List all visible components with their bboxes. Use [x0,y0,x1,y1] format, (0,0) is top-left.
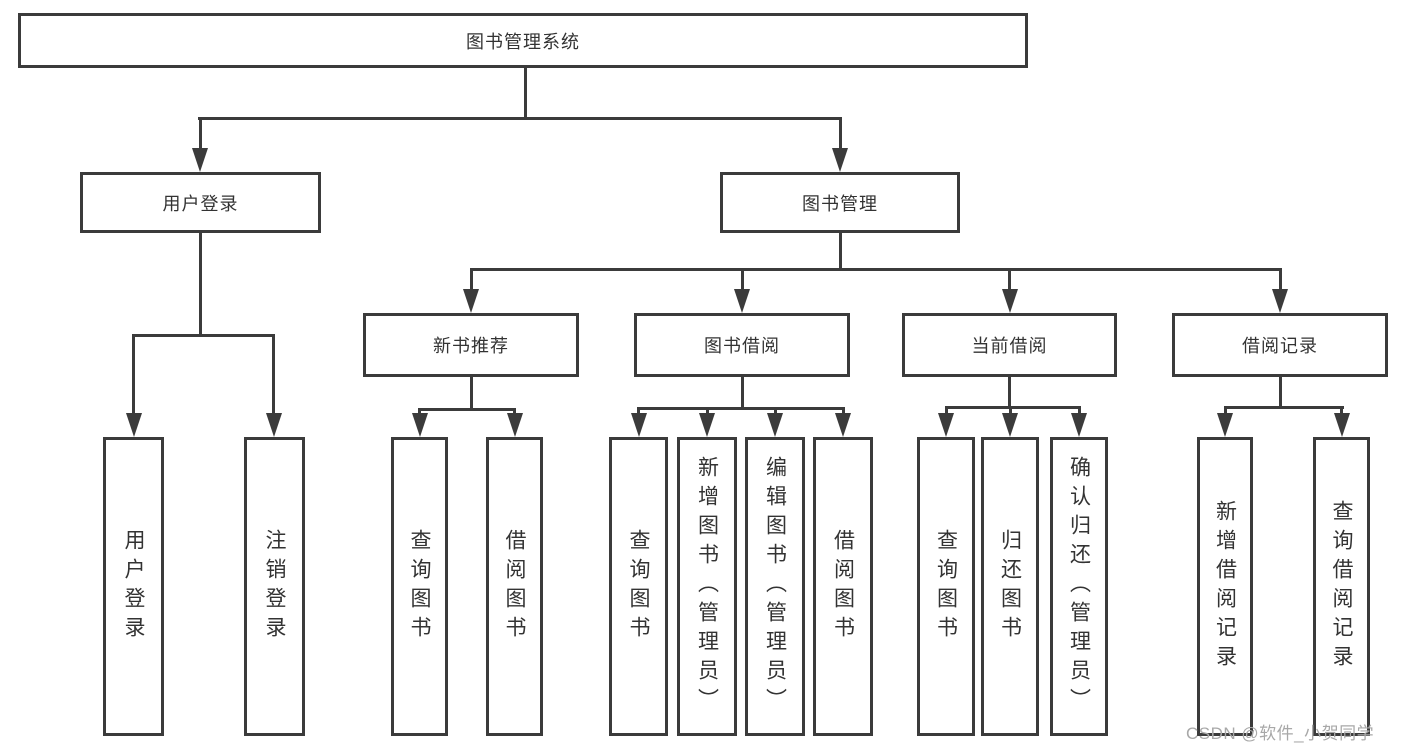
connector-line [740,268,744,292]
node-library-management-system: 图书管理系统 [18,13,1028,68]
connector-line [740,377,744,409]
arrowhead-icon [938,413,954,437]
node-label: 借阅图书 [503,528,526,645]
arrowhead-icon [1071,413,1087,437]
node-label: 图书管理系统 [466,31,580,52]
leaf-borrow-books-1: 借阅图书 [486,437,543,736]
connector-line [418,408,516,411]
leaf-query-books-1: 查询图书 [391,437,448,736]
node-label: 新增图书（管理员） [695,456,719,717]
arrowhead-icon [832,148,848,172]
leaf-logout: 注销登录 [244,437,305,736]
connector-line [1008,406,1012,417]
arrowhead-icon [125,413,142,437]
arrowhead-icon [835,413,851,437]
node-current-borrowing: 当前借阅 [902,313,1117,377]
connector-line [1340,406,1343,417]
connector-line [198,117,202,151]
arrowhead-icon [1001,289,1018,313]
connector-line [132,334,135,416]
connector-line [637,407,640,417]
connector-line [198,233,202,334]
arrowhead-icon [1217,413,1233,437]
node-label: 注销登录 [263,528,286,645]
node-label: 新增借阅记录 [1213,499,1237,674]
connector-line [1278,377,1282,408]
leaf-query-borrow-record: 查询借阅记录 [1313,437,1370,736]
connector-line [272,334,275,416]
leaf-edit-books-admin: 编辑图书（管理员） [745,437,805,736]
node-label: 归还图书 [998,528,1022,645]
csdn-watermark: CSDN @软件_小贺同学 [1186,724,1375,743]
arrowhead-icon [506,413,523,437]
connector-line [1223,406,1344,409]
node-label: 用户登录 [162,193,239,214]
leaf-confirm-return-admin: 确认归还（管理员） [1050,437,1108,736]
arrowhead-icon [630,413,647,437]
node-label: 查询借阅记录 [1330,499,1353,674]
arrowhead-icon [734,289,750,313]
connector-line [944,406,1081,409]
connector-line [637,407,844,410]
arrowhead-icon [767,413,783,437]
arrowhead-icon [1333,413,1350,437]
node-borrowing-records: 借阅记录 [1172,313,1388,377]
leaf-user-login: 用户登录 [103,437,164,736]
connector-line [418,408,421,417]
connector-line [1008,377,1011,408]
node-label: 编辑图书（管理员） [763,456,787,717]
node-book-management: 图书管理 [720,172,960,233]
node-label: 新书推荐 [433,336,509,356]
node-new-book-recommend: 新书推荐 [363,313,579,377]
leaf-add-books-admin: 新增图书（管理员） [677,437,737,736]
connector-line [524,68,527,117]
leaf-return-books: 归还图书 [981,437,1039,736]
node-label: 借阅记录 [1242,336,1318,356]
connector-line [773,407,777,417]
connector-line [132,334,275,337]
node-label: 查询图书 [627,528,650,645]
node-book-borrowing: 图书借阅 [634,313,850,377]
node-label: 图书借阅 [704,336,780,356]
connector-line [1008,268,1011,292]
node-label: 图书管理 [802,193,878,214]
connector-line [838,233,842,270]
connector-line [469,377,473,410]
arrowhead-icon [1002,413,1018,437]
arrowhead-icon [463,289,479,313]
arrowhead-icon [1272,289,1288,313]
connector-line [841,407,845,417]
arrowhead-icon [192,148,208,172]
node-user-login: 用户登录 [80,172,321,233]
arrowhead-icon [699,413,715,437]
node-label: 查询图书 [408,528,431,645]
connector-line [469,268,1282,271]
connector-line [944,406,948,417]
connector-line [1223,406,1227,417]
connector-line [513,408,516,417]
connector-line [838,117,842,151]
leaf-add-borrow-record: 新增借阅记录 [1197,437,1253,736]
connector-line [1077,406,1081,417]
arrowhead-icon [265,413,282,437]
connector-line [198,117,842,120]
node-label: 当前借阅 [971,336,1048,356]
connector-line [705,407,709,417]
arrowhead-icon [411,413,428,437]
node-label: 借阅图书 [831,528,855,645]
leaf-query-books-2: 查询图书 [609,437,668,736]
leaf-query-books-3: 查询图书 [917,437,975,736]
connector-line [1278,268,1282,292]
node-label: 确认归还（管理员） [1067,456,1091,717]
node-label: 用户登录 [122,528,145,645]
node-label: 查询图书 [934,528,958,645]
connector-line [469,268,473,292]
leaf-borrow-books-2: 借阅图书 [813,437,873,736]
